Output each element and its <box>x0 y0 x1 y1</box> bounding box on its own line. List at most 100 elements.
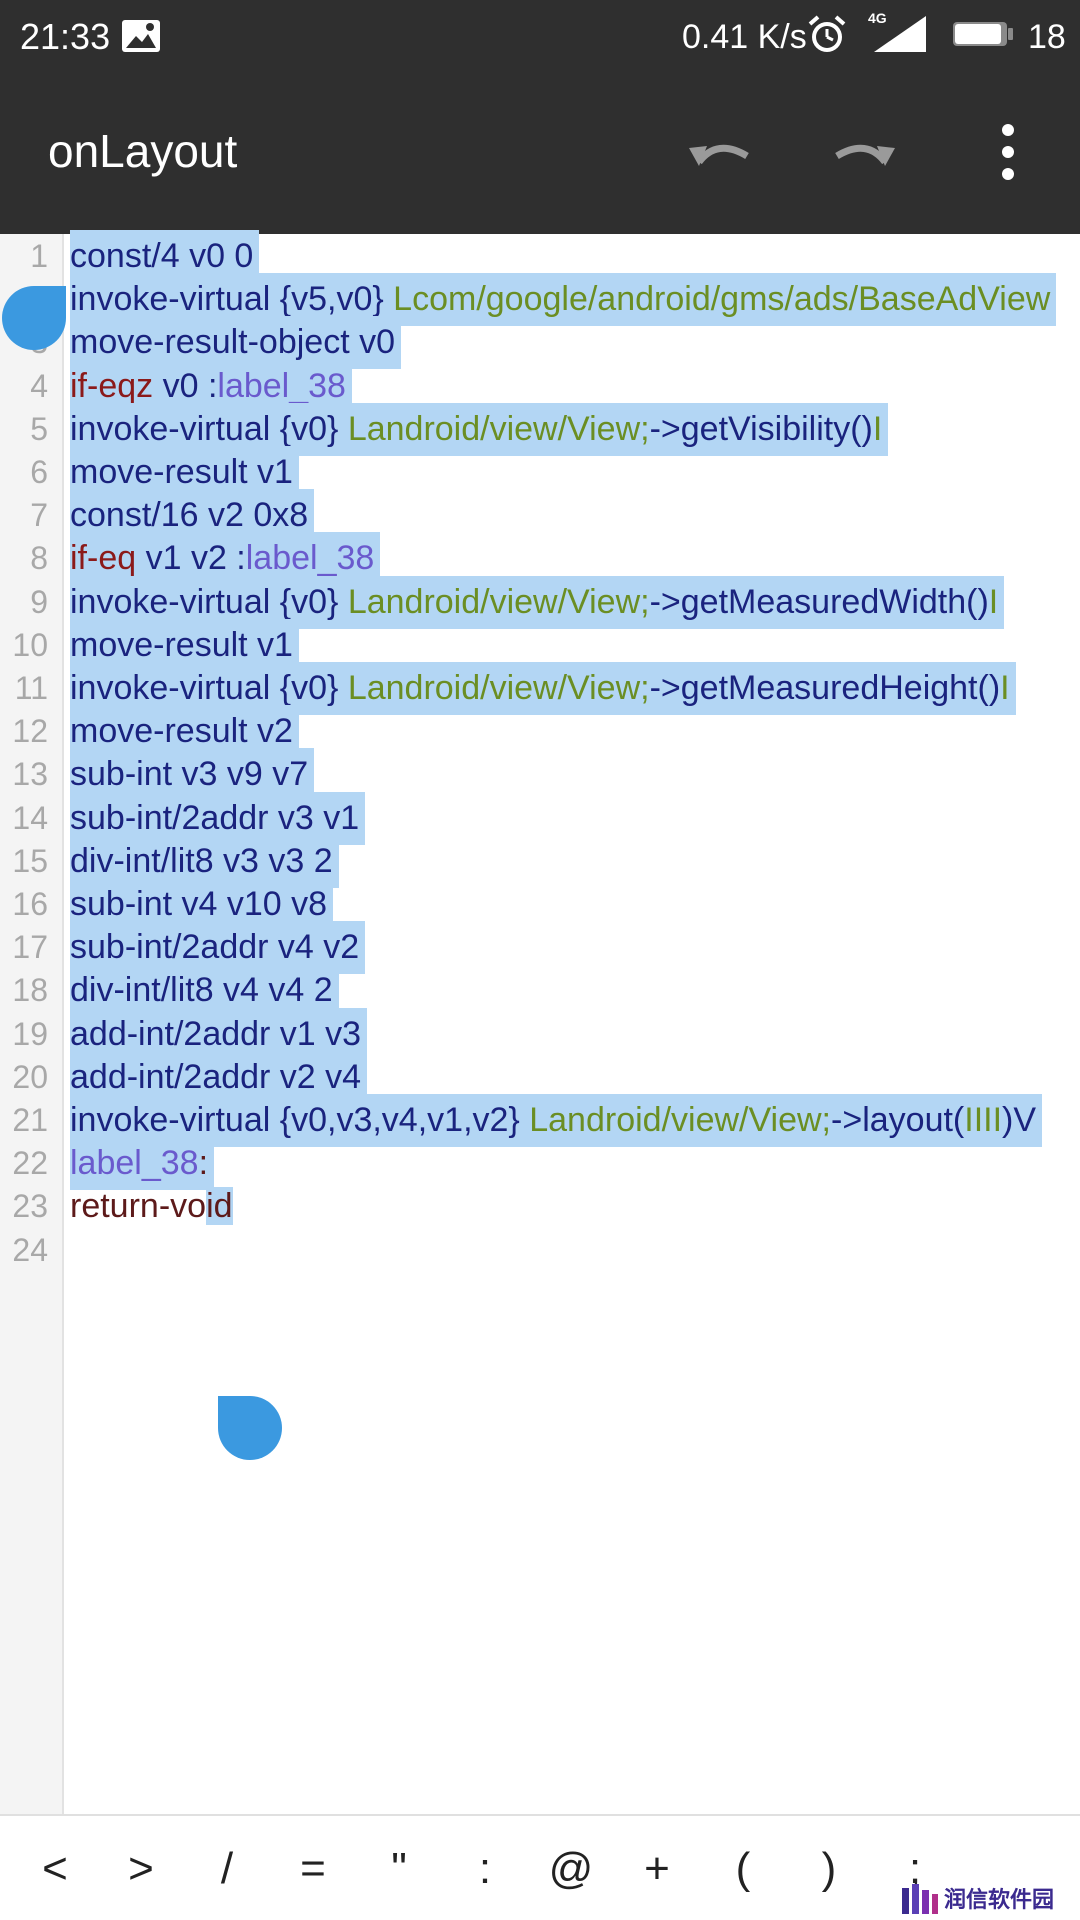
code-token: move-result v2 <box>70 712 293 751</box>
code-token: Landroid/view/View; <box>529 1101 832 1139</box>
symbol-key[interactable]: < <box>42 1844 68 1893</box>
code-token: const/4 v0 0 <box>70 237 254 275</box>
code-token: invoke-virtual {v5,v0} <box>70 280 394 319</box>
code-line[interactable]: 22 label_38: <box>0 1137 1080 1191</box>
code-token: Lcom/google/android/gms/ads/BaseAdView <box>393 280 1051 319</box>
symbol-key[interactable]: / <box>220 1844 234 1893</box>
line-number-gutter <box>0 234 64 1814</box>
signal-icon <box>874 16 926 52</box>
code-token: if-eq <box>70 539 137 578</box>
line-number: 15 <box>12 842 48 879</box>
status-bar: 21:33 0.41 K/s 4G 18 <box>0 0 1080 74</box>
code-line[interactable]: 23 return-void <box>0 1180 1080 1233</box>
code-line[interactable]: 24 <box>0 1224 1080 1277</box>
page-title: onLayout <box>48 125 238 177</box>
code-line[interactable]: 17 sub-int/2addr v4 v2 <box>0 921 1080 975</box>
code-token: invoke-virtual {v0} <box>70 409 348 448</box>
line-number: 4 <box>30 367 48 404</box>
code-token: sub-int/2addr v4 v2 <box>70 928 360 967</box>
more-options-button[interactable] <box>970 114 1046 190</box>
symbol-key[interactable]: " <box>391 1844 407 1893</box>
code-token: v0 : <box>153 366 218 405</box>
code-token: : <box>198 1144 209 1183</box>
line-number: 16 <box>12 886 48 922</box>
line-number: 6 <box>30 454 48 490</box>
line-number: 13 <box>12 756 48 793</box>
line-number: 5 <box>30 410 48 447</box>
more-vertical-icon <box>1002 124 1014 180</box>
symbol-bar: < > / = ": @ + (); <box>0 1814 1080 1920</box>
code-token: label_38 <box>245 539 375 578</box>
line-number: 14 <box>12 799 48 836</box>
code-token: sub-int/2addr v3 v1 <box>70 798 360 837</box>
redo-button[interactable] <box>826 114 902 190</box>
status-time: 21:33 <box>20 16 111 57</box>
symbol-key[interactable]: ; <box>908 1844 922 1893</box>
code-token: const/16 v2 0x8 <box>70 496 309 535</box>
symbol-key[interactable]: > <box>128 1844 154 1893</box>
alarm-icon <box>808 15 846 52</box>
code-token: ->getVisibility() <box>649 409 873 448</box>
code-token: div-int/lit8 v3 v3 2 <box>70 841 333 880</box>
code-token: ->getMeasuredWidth() <box>649 582 989 621</box>
code-token: id <box>206 1187 233 1226</box>
code-token: move-result v1 <box>70 625 293 664</box>
code-token: div-int/lit8 v4 v4 2 <box>70 971 333 1010</box>
selection-start-handle[interactable] <box>2 286 66 350</box>
code-token: add-int/2addr v2 v4 <box>70 1057 362 1096</box>
undo-icon <box>689 144 749 166</box>
code-token: sub-int v3 v9 v7 <box>70 755 309 794</box>
line-code: label_38: <box>70 1137 215 1191</box>
line-number: 23 <box>12 1188 48 1225</box>
network-type: 4G <box>868 10 887 26</box>
watermark: 润信软件园 <box>900 1876 1054 1920</box>
line-code: return-void <box>70 1180 239 1233</box>
status-speed: 0.41 K/s <box>682 18 807 56</box>
line-number: 18 <box>12 972 48 1009</box>
line-number: 21 <box>12 1102 48 1138</box>
selection-end-handle[interactable] <box>218 1396 282 1460</box>
line-number: 8 <box>30 540 48 577</box>
code-token: invoke-virtual {v0} <box>70 582 348 621</box>
toolbar: onLayout <box>0 74 1080 234</box>
battery-icon <box>953 22 1013 46</box>
gallery-icon <box>122 20 160 52</box>
line-number: 22 <box>12 1145 48 1182</box>
line-number: 11 <box>14 670 48 706</box>
symbol-key[interactable]: ) <box>821 1844 837 1893</box>
symbol-key[interactable]: @ <box>548 1844 594 1893</box>
code-token: return-vo <box>70 1187 207 1226</box>
line-number: 1 <box>30 238 48 274</box>
code-token: label_38 <box>217 366 346 405</box>
code-token: move-result v1 <box>70 453 293 491</box>
undo-button[interactable] <box>682 114 758 190</box>
code-token: Landroid/view/View; <box>347 669 650 707</box>
code-token: add-int/2addr v1 v3 <box>70 1014 362 1053</box>
code-token: I <box>872 409 883 448</box>
code-token: invoke-virtual {v0} <box>70 669 348 707</box>
code-token: ->layout( <box>831 1101 965 1139</box>
symbol-key[interactable]: + <box>644 1844 670 1893</box>
code-token: IIII <box>964 1101 1003 1139</box>
redo-icon <box>835 144 895 166</box>
line-code: sub-int/2addr v4 v2 <box>70 921 366 975</box>
line-number: 9 <box>30 583 48 620</box>
symbol-key[interactable]: = <box>300 1844 326 1893</box>
code-token: I <box>988 582 999 621</box>
battery-level: 18 <box>1028 18 1066 56</box>
symbol-key[interactable]: : <box>478 1844 492 1893</box>
code-token: move-result-object v0 <box>70 323 396 362</box>
code-token: v1 v2 : <box>136 539 246 578</box>
line-number: 10 <box>12 626 48 663</box>
symbol-key[interactable]: ( <box>735 1844 751 1893</box>
line-number: 17 <box>12 929 48 966</box>
watermark-logo-icon <box>902 1884 938 1914</box>
code-token: Landroid/view/View; <box>347 409 650 448</box>
line-number: 12 <box>12 713 48 750</box>
code-token: sub-int v4 v10 v8 <box>70 885 328 923</box>
watermark-text: 润信软件园 <box>944 1888 1055 1913</box>
code-token: I <box>1000 669 1010 707</box>
